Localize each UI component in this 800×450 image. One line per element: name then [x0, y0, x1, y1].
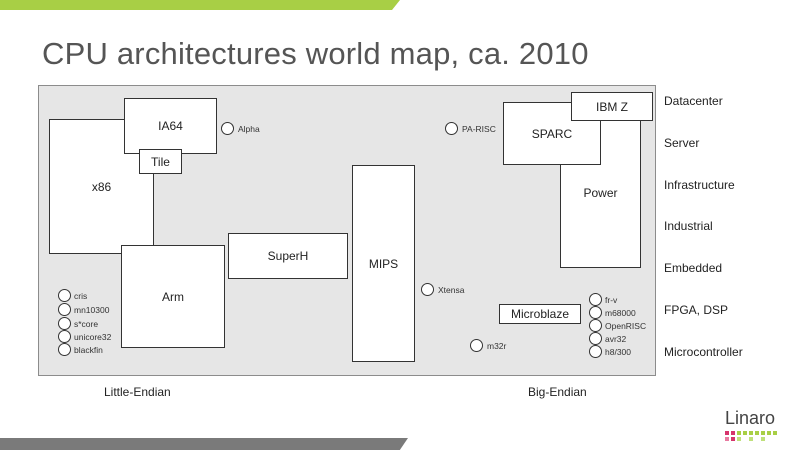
sparc-box: SPARC — [503, 102, 601, 165]
frv-dot — [589, 293, 602, 306]
mips-label: MIPS — [368, 256, 399, 271]
mn10300-dot — [58, 303, 71, 316]
microblaze-label: Microblaze — [510, 307, 570, 321]
row-label-fpga-dsp: FPGA, DSP — [664, 303, 729, 317]
m68000-dot — [589, 306, 602, 319]
superh-label: SuperH — [267, 249, 309, 263]
score-dot — [58, 317, 71, 330]
cris-dot — [58, 289, 71, 302]
arm-label: Arm — [162, 289, 184, 304]
linaro-logo-mark — [725, 429, 777, 445]
xtensa-dot — [421, 283, 434, 296]
ibmz-box: IBM Z — [571, 92, 653, 121]
linaro-logo-text: Linaro — [725, 408, 776, 428]
score-label: s*core — [74, 319, 99, 329]
openrisc-dot — [589, 319, 602, 332]
tile-box: Tile — [139, 149, 182, 174]
blackfin-dot — [58, 343, 71, 356]
slide-title: CPU architectures world map, ca. 2010 — [42, 36, 589, 71]
openrisc-label: OpenRISC — [605, 321, 647, 331]
avr32-label: avr32 — [605, 334, 627, 344]
top-accent-band — [0, 0, 400, 10]
frv-label: fr-v — [605, 295, 618, 305]
row-label-datacenter: Datacenter — [664, 94, 723, 108]
unicore32-label: unicore32 — [74, 332, 112, 342]
linaro-logo: Linaro — [725, 408, 777, 445]
superh-box: SuperH — [228, 233, 348, 279]
alpha-label: Alpha — [238, 124, 260, 134]
m32r-label: m32r — [487, 341, 507, 351]
tile-label: Tile — [151, 154, 170, 169]
sparc-label: SPARC — [531, 126, 573, 141]
mn10300-label: mn10300 — [74, 305, 110, 315]
row-label-microcontroller: Microcontroller — [664, 345, 743, 359]
little-endian-label: Little-Endian — [104, 385, 171, 399]
bottom-accent-band — [0, 438, 408, 450]
power-label: Power — [583, 186, 618, 200]
m32r-dot — [470, 339, 483, 352]
h8300-dot — [589, 345, 602, 358]
mips-box: MIPS — [352, 165, 415, 362]
row-label-embedded: Embedded — [664, 261, 723, 275]
row-label-server: Server — [664, 136, 700, 150]
blackfin-label: blackfin — [74, 345, 103, 355]
avr32-dot — [589, 332, 602, 345]
parisc-dot — [445, 122, 458, 135]
microblaze-box: Microblaze — [499, 304, 581, 324]
big-endian-label: Big-Endian — [528, 385, 587, 399]
unicore32-dot — [58, 330, 71, 343]
ia64-label: IA64 — [158, 119, 183, 133]
ibmz-label: IBM Z — [596, 99, 628, 114]
alpha-dot — [221, 122, 234, 135]
ia64-box: IA64 — [124, 98, 217, 154]
architecture-map: x86 IA64 Tile Arm SuperH MIPS Power SPAR… — [38, 85, 656, 376]
m68000-label: m68000 — [605, 308, 636, 318]
row-label-industrial: Industrial — [664, 219, 713, 233]
xtensa-label: Xtensa — [438, 285, 465, 295]
cris-label: cris — [74, 291, 88, 301]
h8300-label: h8/300 — [605, 347, 631, 357]
x86-label: x86 — [91, 179, 112, 194]
row-label-infrastructure: Infrastructure — [664, 178, 735, 192]
arm-box: Arm — [121, 245, 225, 348]
parisc-label: PA-RISC — [462, 124, 496, 134]
